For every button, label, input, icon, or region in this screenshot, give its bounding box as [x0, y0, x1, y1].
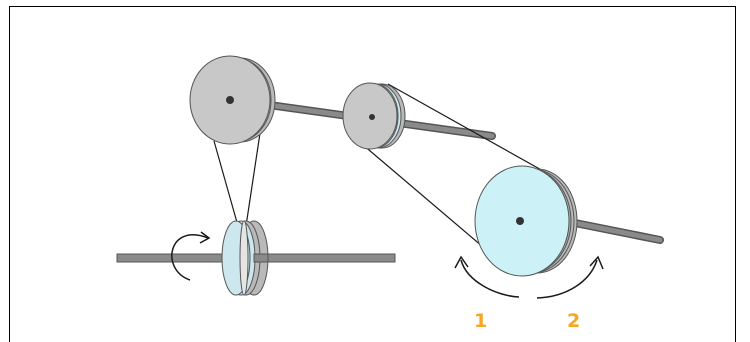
- bottom-pulley: [221, 220, 269, 296]
- direction-label-2: 2: [567, 310, 580, 332]
- axle-hole: [369, 114, 375, 120]
- direction-label-1: 1: [474, 310, 487, 332]
- rotation-arrow-icon: [171, 231, 211, 281]
- axle-hole: [226, 96, 234, 104]
- vertical-belt: [213, 119, 263, 227]
- top-left-pulley: [189, 55, 276, 145]
- middle-pulley: [342, 82, 406, 150]
- diagram-frame: [9, 6, 736, 342]
- direction-arrow-2-icon: [536, 255, 604, 299]
- axle-hole: [516, 217, 524, 225]
- diagonal-belt: [348, 83, 546, 259]
- direction-arrow-1-icon: [454, 255, 520, 298]
- right-pulley: [474, 165, 578, 277]
